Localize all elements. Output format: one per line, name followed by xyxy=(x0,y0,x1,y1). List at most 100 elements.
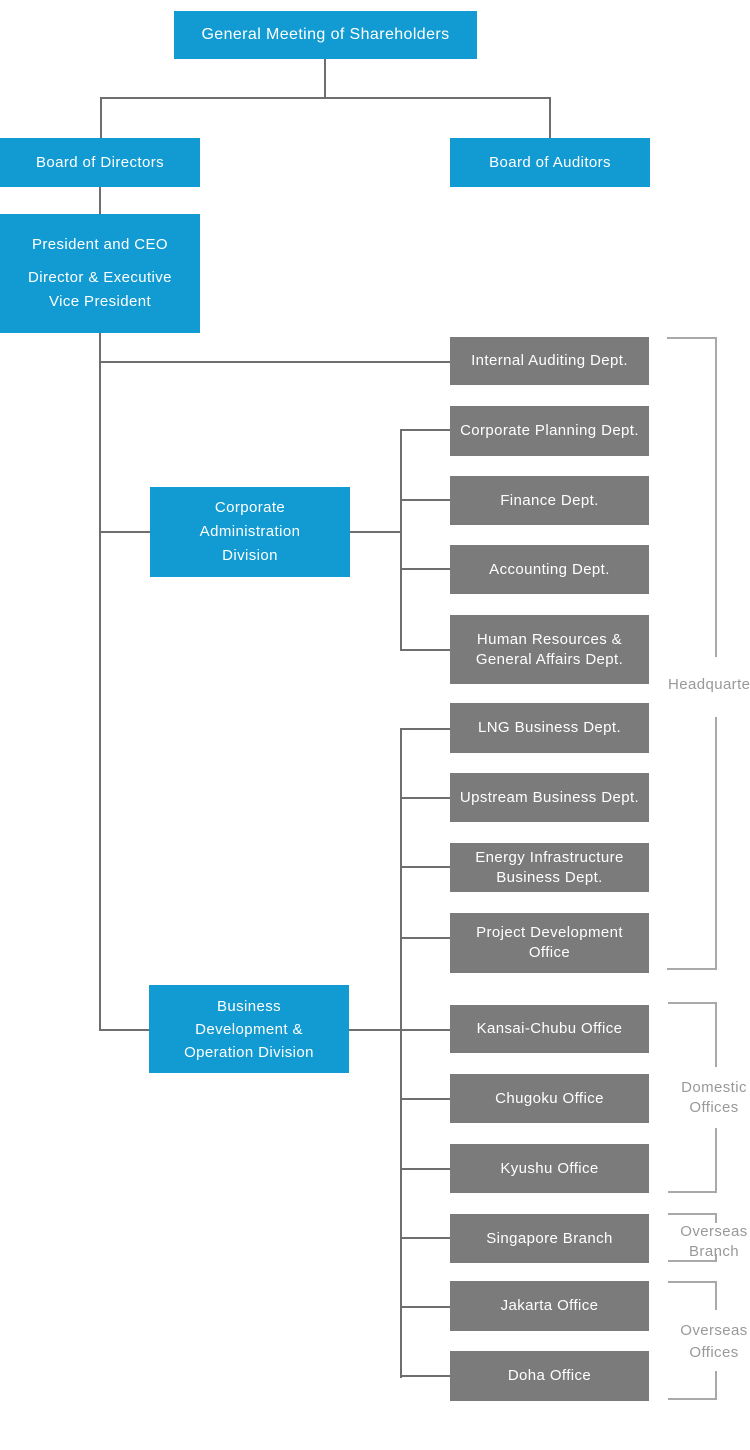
bracket-headquarters xyxy=(667,968,717,970)
node-label: Board of Directors xyxy=(35,153,165,171)
node-accounting-dept: Accounting Dept. xyxy=(450,545,649,594)
bracket-overseas-offices xyxy=(668,1398,717,1400)
connector-line xyxy=(99,333,101,1031)
node-chugoku-office: Chugoku Office xyxy=(450,1074,649,1123)
bracket-headquarters xyxy=(667,337,717,339)
connector-line xyxy=(400,1029,450,1031)
connector-line xyxy=(400,728,402,1378)
node-label: Doha Office xyxy=(507,1367,592,1384)
node-label: Kyushu Office xyxy=(500,1159,599,1177)
connector-line xyxy=(100,97,102,138)
group-label-text: Branch xyxy=(689,1243,739,1260)
connector-line xyxy=(400,866,450,868)
node-label: Business xyxy=(216,997,282,1015)
connector-line xyxy=(400,1098,450,1100)
connector-line xyxy=(400,1306,450,1308)
node-label: Corporate Planning Dept. xyxy=(460,422,639,439)
node-corporate-administration-division: Corporate Administration Division xyxy=(150,487,350,577)
node-general-meeting-of-shareholders: General Meeting of Shareholders xyxy=(174,11,477,59)
node-label: Jakarta Office xyxy=(500,1297,599,1314)
node-kyushu-office: Kyushu Office xyxy=(450,1144,649,1193)
bracket-overseas-branch xyxy=(715,1254,717,1262)
node-singapore-branch: Singapore Branch xyxy=(450,1214,649,1263)
node-corporate-planning-dept: Corporate Planning Dept. xyxy=(450,406,649,456)
node-label: Project Development xyxy=(476,924,623,941)
node-doha-office: Doha Office xyxy=(450,1351,649,1401)
node-label: Administration xyxy=(199,523,301,540)
bracket-overseas-branch xyxy=(715,1213,717,1223)
connector-line xyxy=(400,429,450,431)
group-label-text: Overseas xyxy=(680,1223,748,1240)
group-label-overseas-branch: Overseas Branch xyxy=(666,1222,750,1262)
node-label: General Affairs Dept. xyxy=(475,650,624,668)
connector-line xyxy=(400,429,402,651)
node-label: Energy Infrastructure xyxy=(475,848,624,866)
node-business-development-operation-division: Business Development & Operation Divisio… xyxy=(149,985,349,1073)
group-label-headquarters: Headquarters xyxy=(668,675,750,695)
node-label: Singapore Branch xyxy=(486,1229,613,1247)
group-label-text: Domestic xyxy=(681,1079,747,1096)
connector-line xyxy=(400,1375,450,1377)
connector-line xyxy=(350,531,402,533)
node-label: Vice President xyxy=(48,293,152,310)
node-label: Upstream Business Dept. xyxy=(459,788,640,806)
node-label: LNG Business Dept. xyxy=(477,719,622,736)
connector-line xyxy=(400,649,450,651)
connector-line xyxy=(100,531,150,533)
connector-line xyxy=(100,1029,149,1031)
node-president-and-ceo: President and CEO Director & Executive V… xyxy=(0,214,200,333)
node-internal-auditing-dept: Internal Auditing Dept. xyxy=(450,337,649,385)
bracket-domestic-offices xyxy=(668,1002,717,1004)
node-label: General Meeting of Shareholders xyxy=(201,26,450,43)
group-label-text: Offices xyxy=(689,1344,739,1361)
node-lng-business-dept: LNG Business Dept. xyxy=(450,703,649,753)
node-label: Finance Dept. xyxy=(500,491,599,509)
connector-line xyxy=(400,499,450,501)
node-project-development-office: Project Development Office xyxy=(450,913,649,973)
node-kansai-chubu-office: Kansai-Chubu Office xyxy=(450,1005,649,1053)
node-label: Division xyxy=(222,547,278,564)
node-energy-infrastructure-business-dept: Energy Infrastructure Business Dept. xyxy=(450,843,649,892)
connector-line xyxy=(400,1237,450,1239)
connector-line xyxy=(324,59,326,99)
bracket-domestic-offices xyxy=(668,1191,717,1193)
bracket-overseas-branch xyxy=(668,1260,717,1262)
connector-line xyxy=(549,97,551,138)
bracket-overseas-offices xyxy=(715,1281,717,1310)
bracket-domestic-offices xyxy=(715,1002,717,1067)
node-finance-dept: Finance Dept. xyxy=(450,476,649,525)
bracket-headquarters xyxy=(715,337,717,657)
node-label: Development & xyxy=(195,1020,303,1038)
node-human-resources-general-affairs-dept: Human Resources & General Affairs Dept. xyxy=(450,615,649,684)
connector-line xyxy=(400,1168,450,1170)
group-label-text: Headquarters xyxy=(668,676,750,693)
node-label: Human Resources & xyxy=(476,630,623,648)
connector-line xyxy=(100,97,551,99)
connector-line xyxy=(349,1029,402,1031)
group-label-text: Offices xyxy=(689,1099,739,1116)
node-label: Accounting Dept. xyxy=(489,560,610,578)
bracket-headquarters xyxy=(715,717,717,970)
connector-line xyxy=(400,568,450,570)
node-label: Internal Auditing Dept. xyxy=(471,352,628,369)
connector-line xyxy=(400,797,450,799)
node-label: Operation Division xyxy=(184,1043,314,1061)
connector-line xyxy=(400,728,450,730)
bracket-overseas-offices xyxy=(715,1371,717,1400)
node-label: Board of Auditors xyxy=(489,153,611,171)
bracket-domestic-offices xyxy=(715,1128,717,1193)
node-upstream-business-dept: Upstream Business Dept. xyxy=(450,773,649,822)
node-label: Corporate xyxy=(214,499,286,516)
connector-line xyxy=(400,937,450,939)
node-label: Director & Executive xyxy=(28,269,172,286)
node-board-of-auditors: Board of Auditors xyxy=(450,138,650,187)
node-jakarta-office: Jakarta Office xyxy=(450,1281,649,1331)
bracket-overseas-offices xyxy=(668,1281,717,1283)
node-label: Chugoku Office xyxy=(495,1089,604,1107)
connector-line xyxy=(99,187,101,214)
node-label: Kansai-Chubu Office xyxy=(476,1020,623,1037)
group-label-text: Overseas xyxy=(680,1322,748,1339)
node-label: Office xyxy=(528,944,571,961)
node-board-of-directors: Board of Directors xyxy=(0,138,200,187)
